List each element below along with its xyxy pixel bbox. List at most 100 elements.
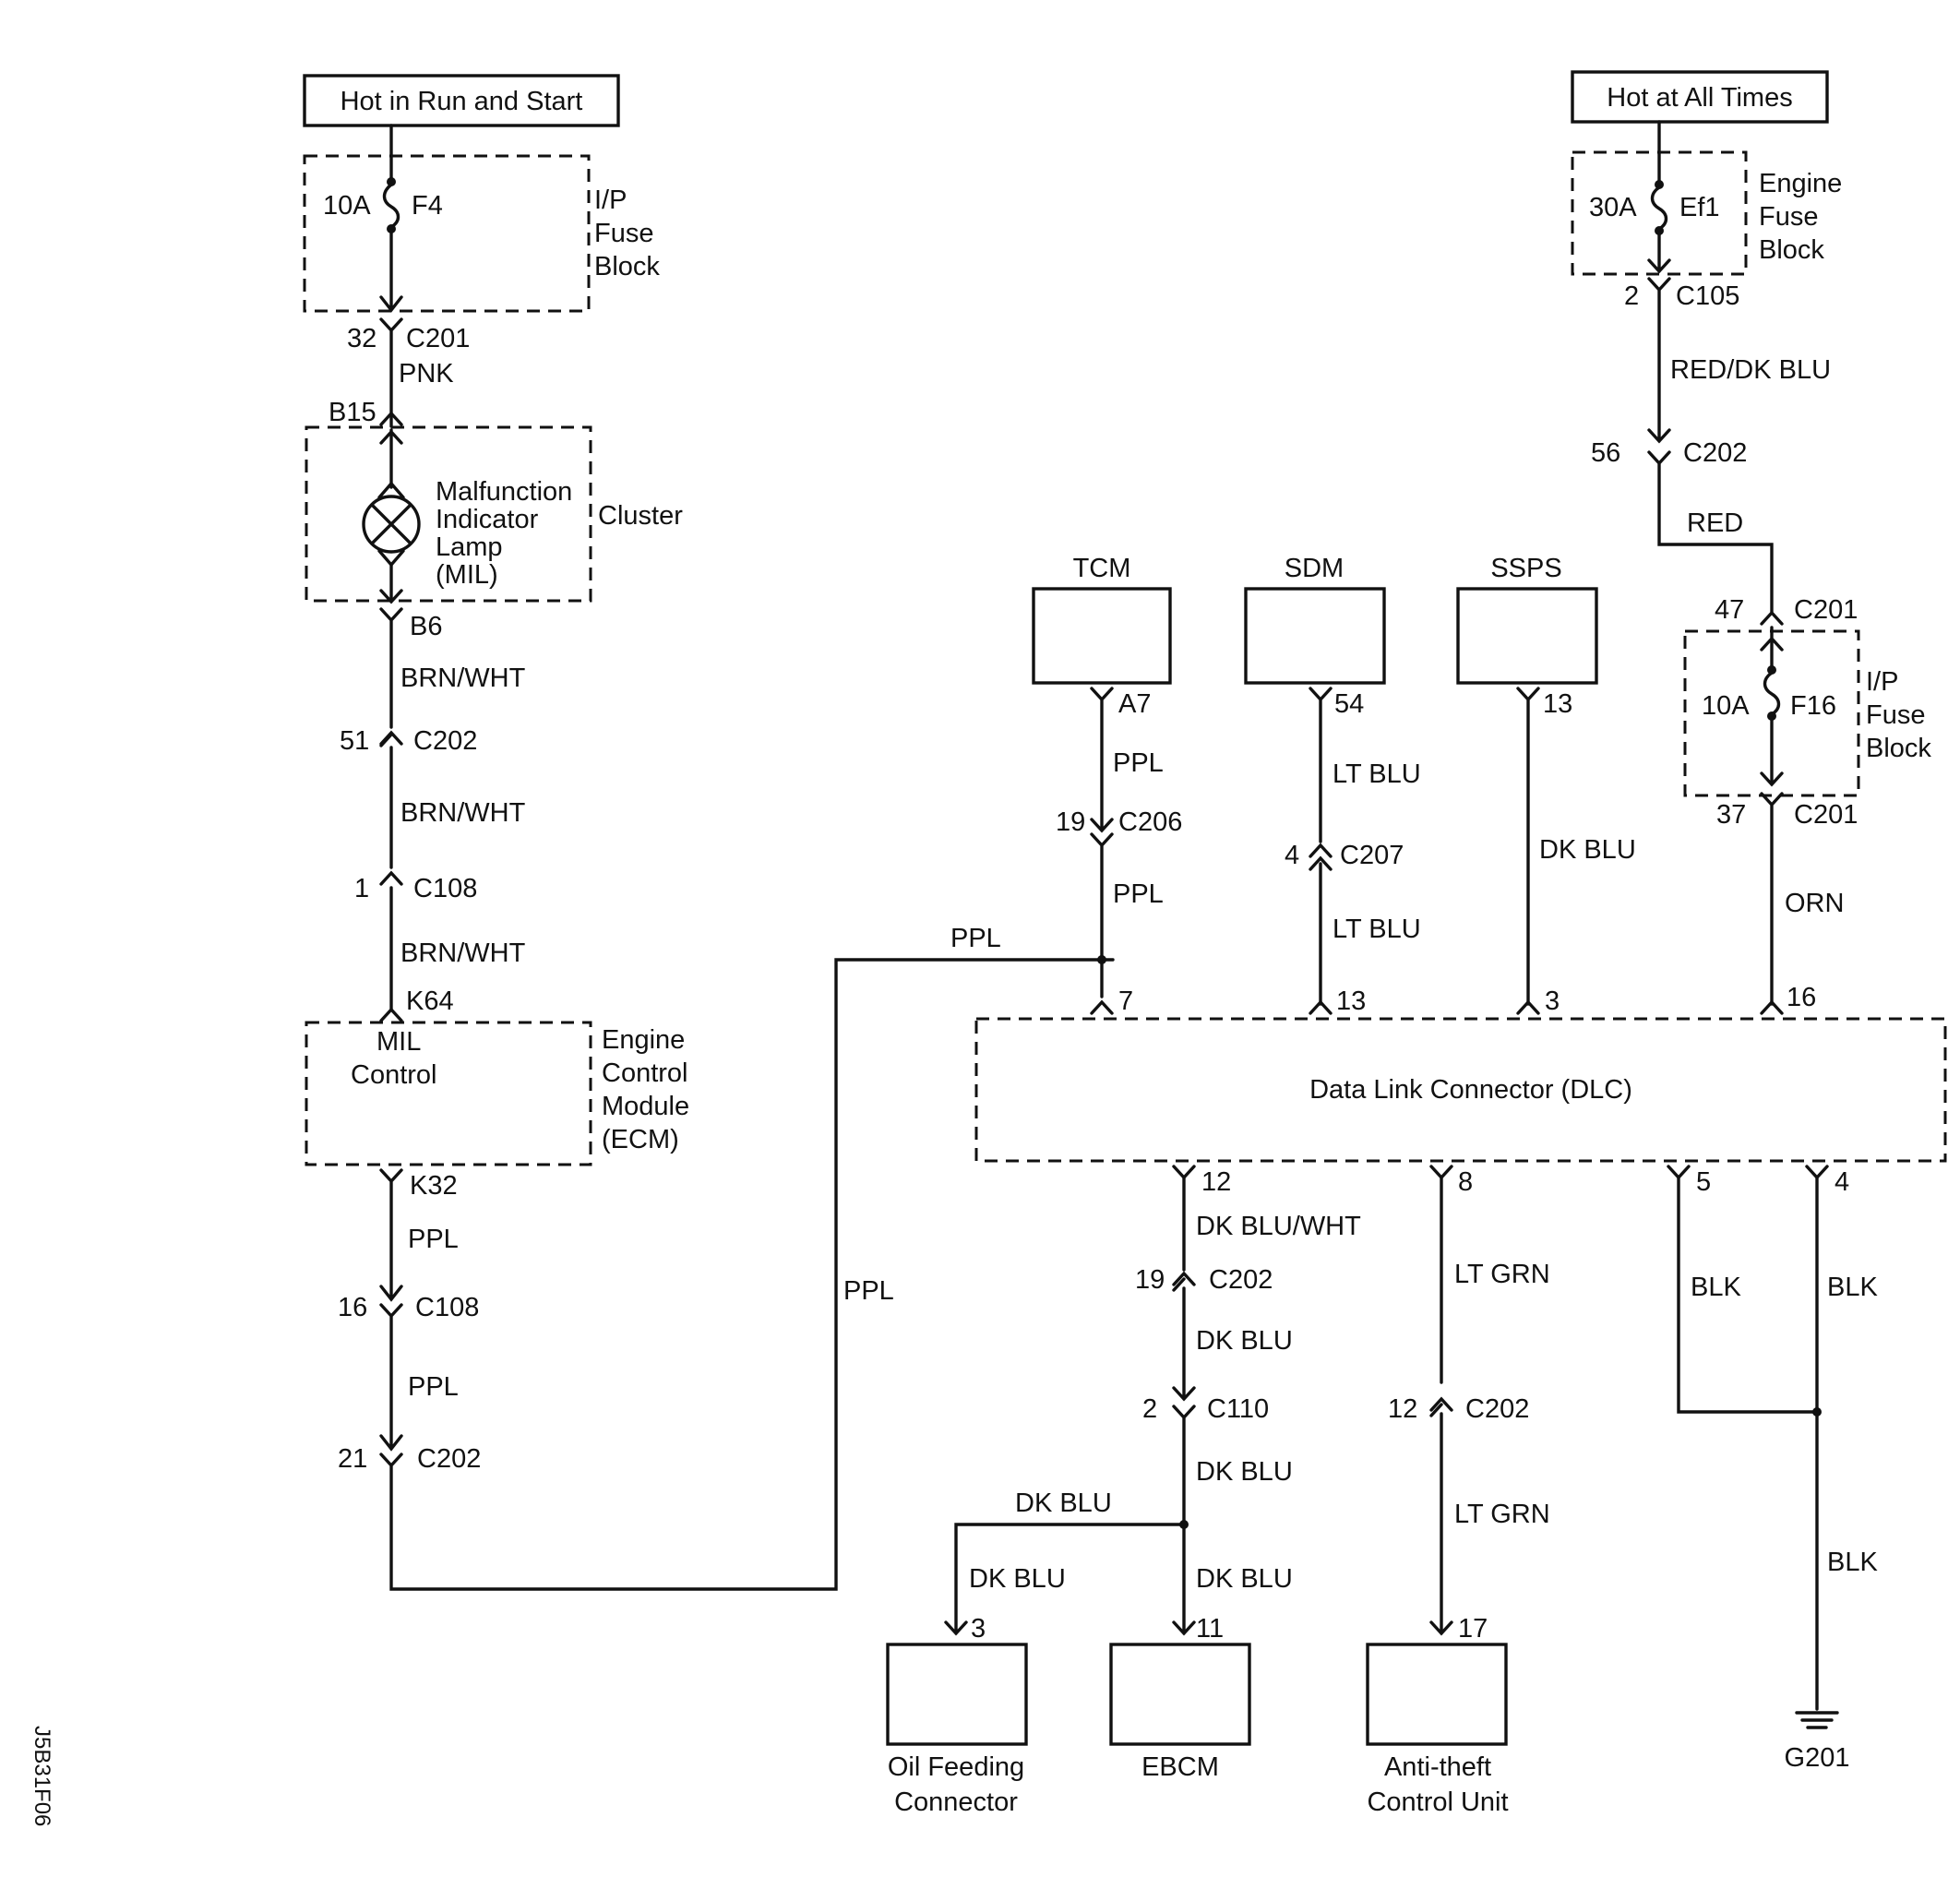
c207-4-name: C207	[1340, 841, 1404, 870]
cluster-box	[305, 425, 592, 603]
tcm-label: TCM	[1073, 554, 1131, 583]
fuse-ef1-name: Ef1	[1679, 193, 1720, 222]
wire-blk-4-label: BLK	[1827, 1273, 1878, 1302]
dlc-top-terminals	[1090, 999, 1784, 1015]
fuse-f16-name: F16	[1790, 691, 1836, 721]
c105-2-name: C105	[1676, 281, 1739, 311]
connector-c207-4	[1309, 843, 1333, 1006]
c202-51-name: C202	[413, 726, 477, 756]
mil-control-l1: MIL	[376, 1027, 421, 1057]
engine-fuse-block-l1: Engine	[1759, 169, 1842, 198]
mil-circuit: Hot in Run and Start I/P Fuse Block 10A …	[303, 74, 1115, 1591]
fuse-f4-terminal-bottom	[387, 224, 396, 233]
wire-b15-to-mil	[379, 428, 403, 489]
wire-brn-wht-3-label: BRN/WHT	[400, 938, 526, 968]
wire-dk-blu-1-label: DK BLU	[1196, 1326, 1293, 1356]
wire-mil-to-b6	[379, 563, 403, 604]
wire-brn-wht-1-label: BRN/WHT	[400, 664, 526, 693]
sdm-label: SDM	[1285, 554, 1344, 583]
ebcm-pin-11: 11	[1196, 1614, 1224, 1644]
fuse-f4-name: F4	[412, 191, 443, 221]
c105-2-pin: 2	[1624, 281, 1639, 311]
c207-4-pin: 4	[1285, 841, 1299, 870]
ip-fuse-block-left	[303, 154, 591, 313]
anti-theft-box	[1366, 1643, 1508, 1746]
oil-feeding-l1: Oil Feeding	[888, 1752, 1024, 1782]
connector-c206-19	[1090, 832, 1114, 998]
wire-dk-blu-branch	[944, 1523, 1186, 1636]
c202-21-pin: 21	[338, 1444, 367, 1474]
b6-label: B6	[410, 612, 442, 641]
dlc-pin-4: 4	[1835, 1167, 1849, 1197]
sdm-54-label: 54	[1334, 689, 1364, 719]
sdm-54-terminal	[1309, 687, 1333, 843]
anti-theft-pin-17: 17	[1458, 1614, 1488, 1644]
dlc-pin-13: 13	[1336, 986, 1366, 1016]
c206-19-name: C206	[1118, 807, 1182, 837]
mil-lamp-l1: Malfunction	[436, 477, 572, 507]
wire-lt-blu-2-label: LT BLU	[1333, 915, 1421, 944]
c201-37-pin: 37	[1716, 800, 1746, 830]
c201-47-pin: 47	[1715, 595, 1744, 625]
anti-theft-l1: Anti-theft	[1384, 1752, 1491, 1782]
wire-blk-5	[1677, 1176, 1819, 1414]
dlc-pin-16: 16	[1787, 983, 1816, 1012]
sdm-box	[1244, 587, 1386, 685]
engine-fuse-block-l2: Fuse	[1759, 202, 1818, 232]
c202-19-name: C202	[1209, 1265, 1273, 1295]
connector-c202-12	[1429, 1396, 1453, 1636]
ecm-box	[305, 1021, 592, 1166]
c206-19-pin: 19	[1056, 807, 1085, 837]
wire-brn-wht-2-label: BRN/WHT	[400, 798, 526, 828]
oil-pin-3: 3	[971, 1614, 986, 1644]
oil-feeding-l2: Connector	[894, 1787, 1018, 1817]
ssps-13-label: 13	[1543, 689, 1572, 719]
tcm-a7-terminal	[1090, 687, 1114, 833]
fuse-ef1-terminal-top	[1655, 180, 1664, 189]
ip-fuse-block-right-l2: Fuse	[1866, 700, 1925, 730]
connector-c108-16	[379, 1303, 403, 1452]
ecm-label-l4: (ECM)	[602, 1125, 679, 1154]
b15-terminal	[379, 411, 403, 426]
ecm-label-l1: Engine	[602, 1025, 685, 1055]
connector-c202-56	[1647, 450, 1784, 626]
fuse-f4-terminal-top	[387, 177, 396, 186]
wire-ppl-ecm-2-label: PPL	[408, 1372, 459, 1402]
wire-lt-blu-1-label: LT BLU	[1333, 759, 1421, 789]
c202-12-name: C202	[1465, 1394, 1529, 1424]
wire-red-label: RED	[1687, 508, 1743, 538]
wire-ppl-top-label: PPL	[950, 924, 1001, 953]
wire-lt-grn-1-label: LT GRN	[1454, 1260, 1550, 1289]
c202-21-name: C202	[417, 1444, 481, 1474]
wire-ppl-mid-label: PPL	[843, 1276, 894, 1306]
ebcm-label: EBCM	[1141, 1752, 1219, 1782]
fuse-f16-terminal-top	[1767, 665, 1776, 675]
c108-16-pin: 16	[338, 1293, 367, 1322]
dlc-pin-7: 7	[1118, 986, 1133, 1016]
k64-label: K64	[406, 986, 454, 1016]
connector-c201-32	[379, 317, 403, 428]
mil-control-l2: Control	[351, 1060, 437, 1090]
battery-supply-circuit: Hot at All Times Engine Fuse Block 30A E…	[1571, 70, 1931, 1006]
c110-2-pin: 2	[1142, 1394, 1157, 1424]
bottom-circuits: DK BLU/WHT 19 C202 DK BLU 2 C110 DK BLU …	[886, 1176, 1878, 1817]
fuse-f16-rating: 10A	[1702, 691, 1750, 721]
mil-lamp-l2: Indicator	[436, 505, 539, 534]
c201-37-name: C201	[1794, 800, 1858, 830]
dlc-bottom-terminals	[1172, 1165, 1829, 1180]
fuse-ef1-terminal-bottom	[1655, 226, 1664, 235]
hot-in-run-start-box	[303, 74, 620, 127]
ground-g201-label: G201	[1785, 1743, 1850, 1773]
figure-code: J5B31F06	[30, 1726, 54, 1826]
wire-dk-blu-2-label: DK BLU	[1196, 1457, 1293, 1487]
mil-lamp-l4: (MIL)	[436, 560, 498, 590]
dlc-label: Data Link Connector (DLC)	[1309, 1075, 1632, 1105]
fuse-ef1-rating: 30A	[1589, 193, 1637, 222]
wire-dk-blu-oil-label: DK BLU	[969, 1564, 1066, 1594]
k32-terminal	[379, 1168, 403, 1302]
b6-terminal	[379, 607, 403, 729]
ground-splice	[1812, 1407, 1822, 1417]
wire-dk-blu-ebcm-label: DK BLU	[1196, 1564, 1293, 1594]
mil-lamp-x	[370, 503, 412, 545]
dlc: 7 13 3 16 Data Link Connector (DLC) 12 8…	[974, 983, 1947, 1197]
